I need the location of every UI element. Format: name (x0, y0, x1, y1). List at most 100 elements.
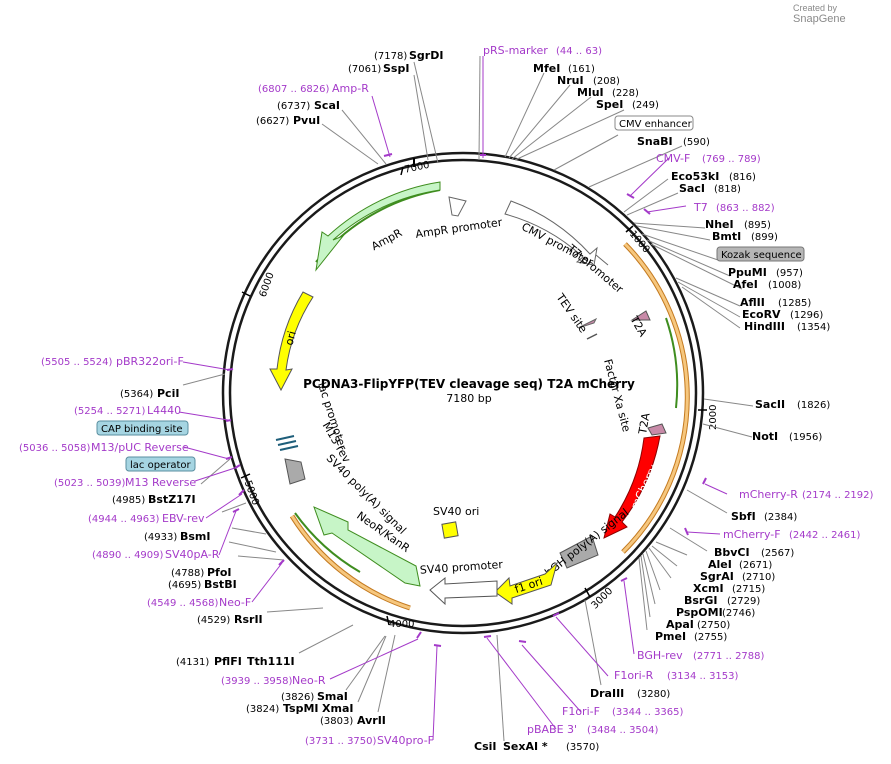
sv40-promoter-arrow (429, 576, 498, 606)
site-smai-pos: (3826) (281, 692, 314, 703)
snapgene-logo-text: SnapGene (793, 13, 846, 25)
t2a-mark-1 (630, 310, 651, 321)
primer-m13puc-reverse-pos: (5036 .. 5058) (19, 443, 91, 454)
site-snabi: SnaBI (637, 135, 673, 148)
site-bbvci-pos: (2567) (761, 548, 794, 559)
site-sgrdi: SgrDI (409, 49, 443, 62)
primer-sv40pro-f: SV40pro-F (377, 734, 434, 747)
sv40-ori-box (441, 521, 459, 539)
tick-label-2000: 2000 (708, 405, 719, 430)
cmv-enhancer-box (614, 115, 694, 131)
site-sspi-pos: (7061) (348, 64, 381, 75)
tick-4000 (386, 615, 390, 626)
site-pvui-pos: (6627) (256, 116, 289, 127)
primer-ebv-rev-pos: (4944 .. 4963) (88, 514, 160, 525)
site-hindiii-pos: (1354) (797, 322, 830, 333)
site-apai: ApaI (666, 618, 694, 631)
primer-mcherry-f: mCherry-F (723, 528, 781, 541)
site-sgrai-pos: (2710) (742, 572, 775, 583)
tick-6000 (241, 291, 251, 297)
site-nrui-pos: (208) (593, 76, 620, 87)
site-bmti: BmtI (712, 230, 741, 243)
site-tspmi-pos: (3824) (246, 704, 279, 715)
site-tth111i: Tth111I (247, 655, 295, 668)
primer-mcherry-r-pos: (2174 .. 2192) (802, 490, 874, 501)
site-pflfi-pos: (4131) (176, 657, 209, 668)
primer-f1ori-r: F1ori-R (614, 669, 654, 682)
site-draiii-pos: (3280) (637, 689, 670, 700)
ampr-promoter-label: AmpR promoter (415, 216, 504, 241)
lac-operator-box (125, 456, 196, 472)
tick-label-7000: 7000 (403, 160, 430, 176)
site-nrui: NruI (557, 74, 584, 87)
created-by-text: Created by (793, 3, 838, 13)
site-eco53ki-pos: (816) (729, 172, 756, 183)
cmv-enhancer-label: CMV enhancer (619, 119, 693, 130)
site-pfoi-pos: (4788) (171, 568, 204, 579)
primer-pbr322ori-f: pBR322ori-F (116, 355, 184, 368)
site-pspomi-pos: (2746) (722, 608, 755, 619)
backbone-inner-ring (228, 158, 698, 628)
primer-amp-r-pos: (6807 .. 6826) (258, 84, 330, 95)
site-nhei-pos: (895) (744, 220, 771, 231)
site-afei-pos: (1008) (768, 280, 801, 291)
site-ecorv: EcoRV (742, 308, 781, 321)
primer-neo-f-pos: (4549 .. 4568) (147, 598, 219, 609)
plasmid-name: PCDNA3-FlipYFP(TEV cleavage seq) T2A mCh… (303, 377, 635, 391)
site-pmei-pos: (2755) (694, 632, 727, 643)
orange-rail-left (290, 515, 411, 610)
primer-m13-reverse-pos: (5023 .. 5039) (54, 478, 126, 489)
primer-leader-lines (178, 56, 728, 741)
tick-5000 (240, 473, 251, 479)
cap-binding-box (96, 420, 189, 436)
t2a-mark-2 (647, 423, 667, 436)
tick-1000 (625, 225, 634, 233)
tick-label-4000: 4000 (389, 619, 414, 630)
primer-f1ori-f: F1ori-F (562, 705, 600, 718)
primer-sv40pa-r: SV40pA-R (165, 548, 220, 561)
site-xcmi: XcmI (693, 582, 724, 595)
factor-xa-mark (586, 333, 598, 340)
lac-operator-marks (275, 435, 299, 451)
site-aflii: AflII (740, 296, 765, 309)
site-scai-pos: (6737) (277, 101, 310, 112)
tev-site-label: TEV site (553, 291, 590, 336)
ampr-arrow (315, 181, 441, 272)
site-bsrgi: BsrGI (684, 594, 717, 607)
primer-m13puc-reverse: M13/pUC Reverse (91, 441, 189, 454)
plasmid-length: 7180 bp (446, 392, 491, 405)
site-noti: NotI (752, 430, 778, 443)
site-nhei: NheI (705, 218, 734, 231)
primer-bgh-rev-pos: (2771 .. 2788) (693, 651, 765, 662)
kozak-label: Kozak sequence (721, 250, 802, 261)
site-pspomi: PspOMI (676, 606, 723, 619)
primer-mcherry-r: mCherry-R (739, 488, 798, 501)
site-csii-pos: (3570) (566, 742, 599, 753)
factor-xa-label: Factor Xa site (601, 358, 633, 434)
site-bstz17i: BstZ17I (148, 493, 196, 506)
primer-pbabe3-pos: (3484 .. 3504) (587, 725, 659, 736)
primer-sv40pro-f-pos: (3731 .. 3750) (305, 736, 377, 747)
primer-l4440-pos: (5254 .. 5271) (74, 406, 146, 417)
kozak-box (716, 246, 805, 262)
primer-prs-marker: pRS-marker (483, 44, 548, 57)
site-ppumi: PpuMI (728, 266, 767, 279)
site-mfei: MfeI (533, 62, 560, 75)
cap-binding-label: CAP binding site (101, 424, 183, 435)
site-ppumi-pos: (957) (776, 268, 803, 279)
site-sacii: SacII (755, 398, 785, 411)
leader-lines (182, 55, 754, 742)
site-noti-pos: (1956) (789, 432, 822, 443)
site-sexai: SexAI * (503, 740, 548, 753)
site-csii: CsiI (474, 740, 496, 753)
site-pcii-pos: (5364) (120, 389, 153, 400)
green-rail-right (665, 317, 679, 409)
site-spei-pos: (249) (632, 100, 659, 111)
primer-neo-r-pos: (3939 .. 3958) (221, 676, 293, 687)
ampr-promoter-arrow (448, 196, 467, 217)
green-rail-left (294, 512, 361, 573)
site-alei: AleI (708, 558, 732, 571)
site-hindiii: HindIII (744, 320, 785, 333)
primer-mcherry-f-pos: (2442 .. 2461) (789, 530, 861, 541)
